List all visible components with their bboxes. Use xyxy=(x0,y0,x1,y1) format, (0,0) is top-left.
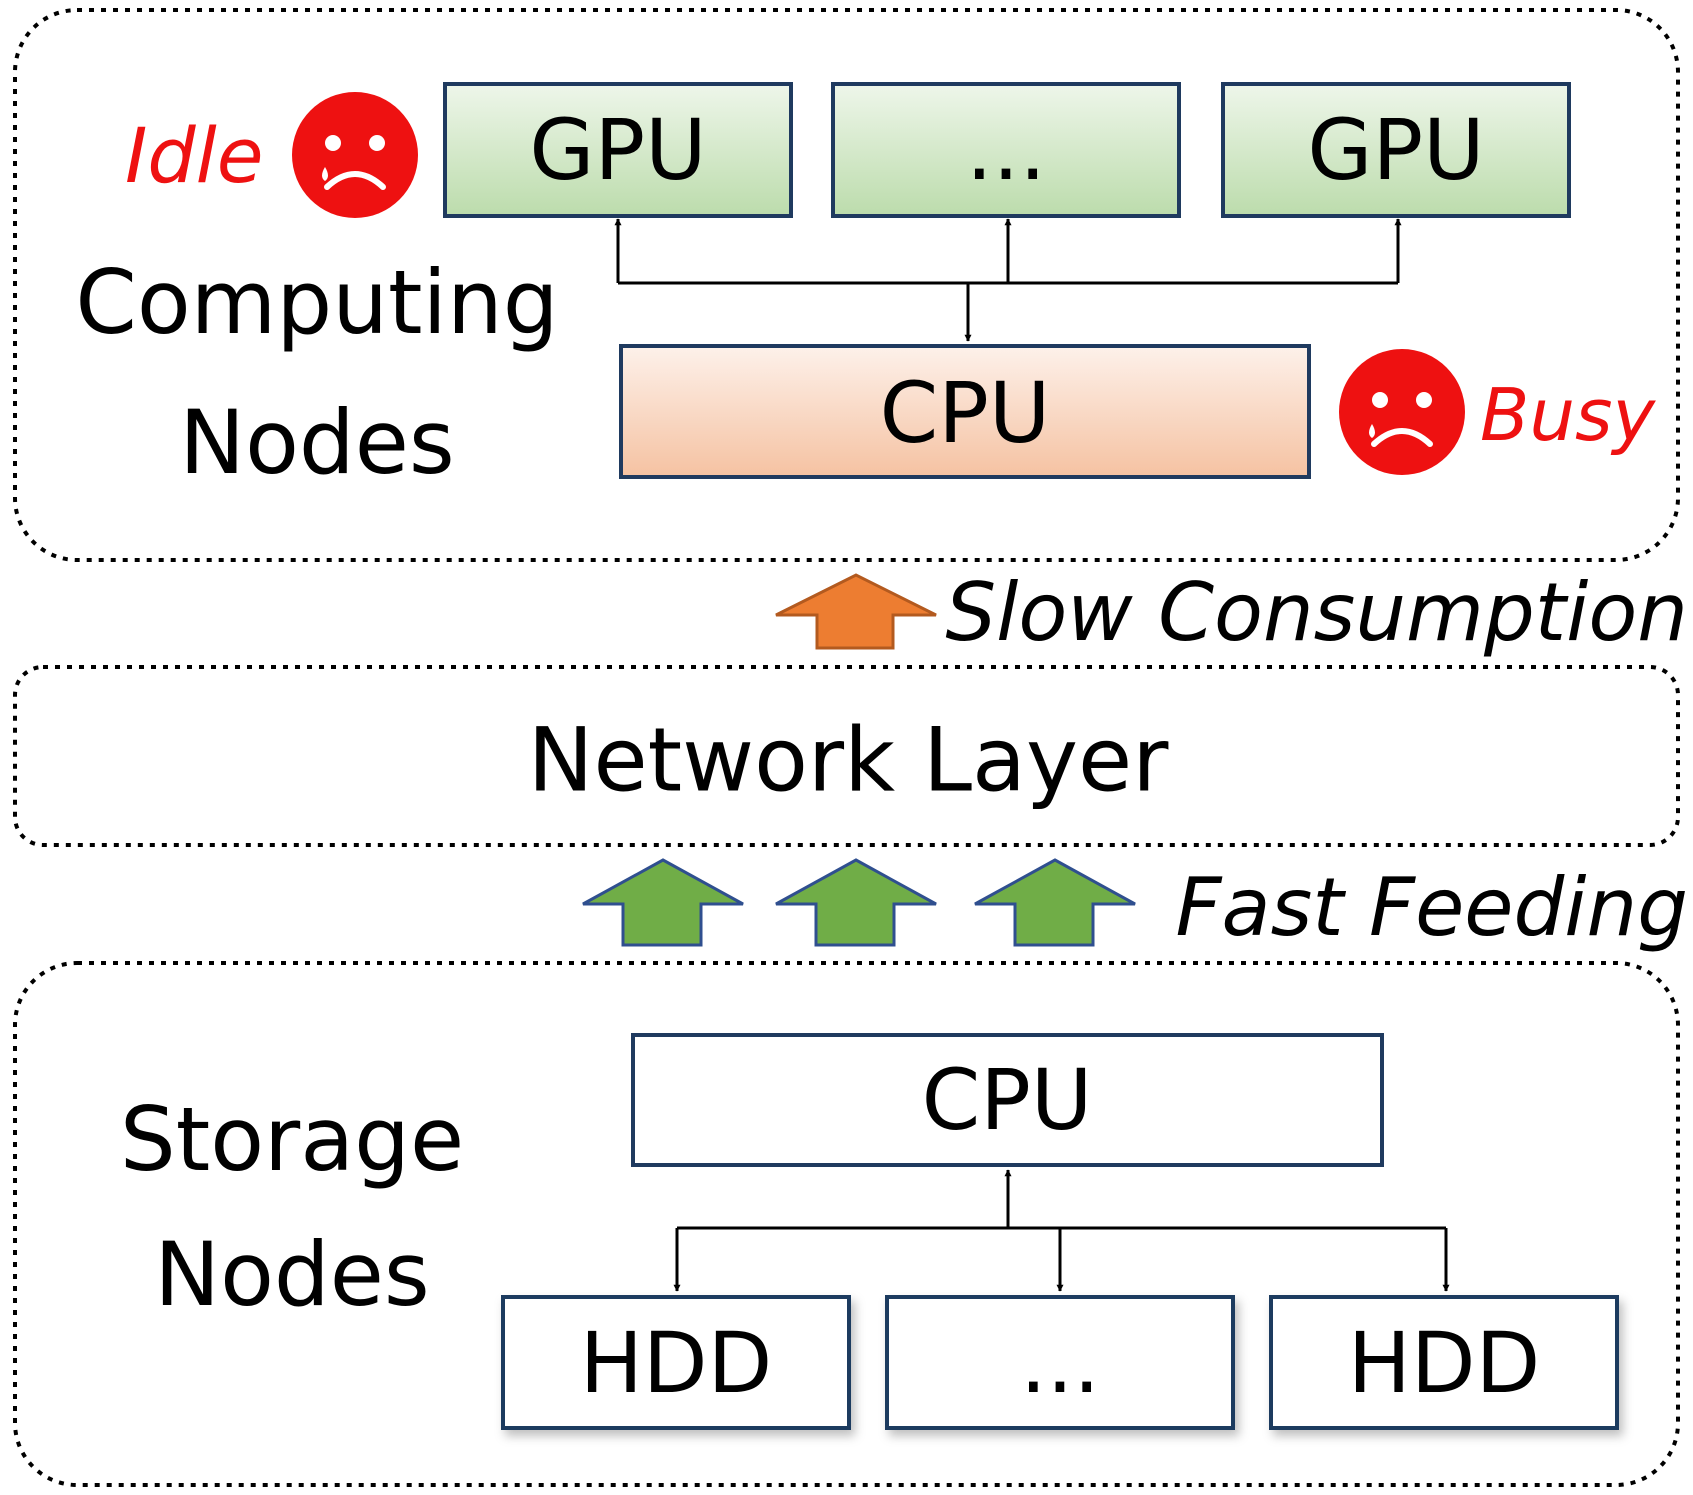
gpu-box-1 xyxy=(443,82,793,218)
network-layer-container xyxy=(13,665,1680,847)
hdd-box-ellipsis-label: ... xyxy=(1020,1314,1100,1412)
gpu-box-ellipsis-label: ... xyxy=(966,101,1046,199)
network-layer-label: Network Layer xyxy=(528,709,1170,812)
computing-nodes-label-line2: Nodes xyxy=(179,391,455,494)
storage-cpu-label: CPU xyxy=(922,1051,1093,1149)
hdd-box-1-label: HDD xyxy=(580,1314,773,1412)
gpu-cpu-connectors xyxy=(614,218,1402,342)
storage-nodes-container xyxy=(13,961,1680,1487)
cpu-hdd-connectors xyxy=(673,1169,1450,1292)
gpu-box-ellipsis xyxy=(831,82,1181,218)
hdd-box-1 xyxy=(501,1295,851,1430)
slow-consumption-label: Slow Consumption xyxy=(945,566,1688,659)
computing-nodes-label-line1: Computing xyxy=(75,251,558,354)
compute-cpu-label: CPU xyxy=(880,364,1051,462)
gpu-box-2-label: GPU xyxy=(1307,101,1484,199)
storage-nodes-label-line1: Storage xyxy=(120,1088,464,1191)
gpu-box-1-label: GPU xyxy=(529,101,706,199)
compute-cpu-box xyxy=(619,344,1311,479)
sad-face-icon xyxy=(1339,349,1465,475)
hdd-box-ellipsis xyxy=(885,1295,1235,1430)
hdd-box-2 xyxy=(1269,1295,1619,1430)
sad-face-icon xyxy=(292,92,418,218)
storage-nodes-label-line2: Nodes xyxy=(154,1223,430,1326)
idle-label: Idle xyxy=(125,111,264,200)
fast-feeding-label: Fast Feeding xyxy=(1176,861,1688,954)
storage-cpu-box xyxy=(631,1033,1384,1167)
gpu-box-2 xyxy=(1221,82,1571,218)
computing-nodes-container xyxy=(13,8,1680,562)
hdd-box-2-label: HDD xyxy=(1348,1314,1541,1412)
orange-up-arrow-icon xyxy=(775,573,937,650)
green-up-arrow-icon xyxy=(582,858,1136,947)
busy-label: Busy xyxy=(1480,373,1657,457)
